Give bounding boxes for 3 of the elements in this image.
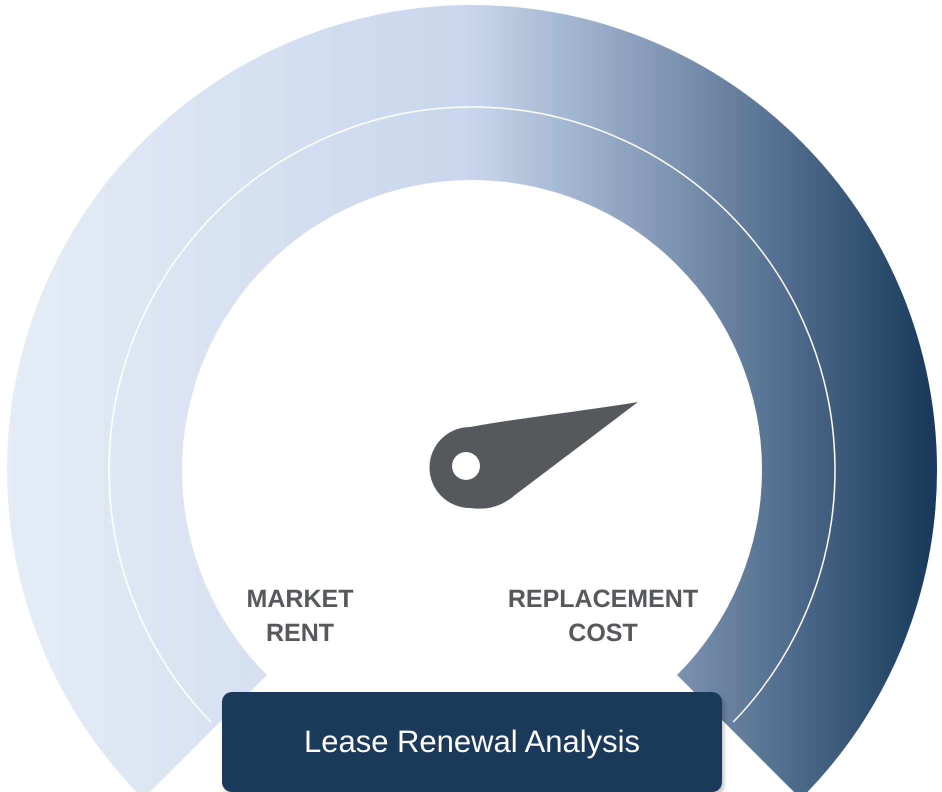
gauge-label: MARKET RENT	[246, 584, 354, 649]
gauge-label: REPLACEMENT COST	[506, 584, 700, 649]
title-banner: Lease Renewal Analysis	[222, 692, 722, 792]
